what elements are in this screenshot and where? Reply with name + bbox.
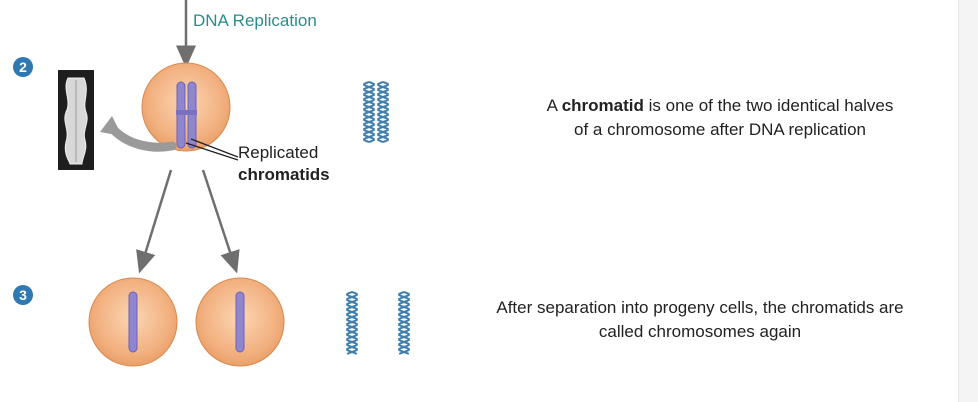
- definition-rest: is one of the two identical halves: [643, 96, 894, 115]
- replicated-label-line1: Replicated: [238, 143, 319, 162]
- dna-helices: [346, 81, 410, 355]
- cell-replicated: [141, 62, 231, 152]
- centromere: [176, 110, 197, 115]
- replicated-chromatids-label: Replicated chromatids: [238, 142, 330, 186]
- curved-arrow-head: [100, 116, 122, 136]
- stage-label: DNA Replication: [193, 11, 317, 30]
- dna-helix-bottom-2: [398, 291, 410, 355]
- dna-helix-bottom-1: [346, 291, 358, 355]
- definition-line2: of a chromosome after DNA replication: [574, 120, 866, 139]
- dna-helix-top-1: [363, 81, 375, 143]
- definition-term: chromatid: [561, 96, 644, 115]
- pointer-line-1: [185, 142, 239, 161]
- chromatid-definition: A chromatid is one of the two identical …: [470, 94, 970, 142]
- chromatid-diagram: [88, 0, 410, 367]
- division-arrow-right: [201, 169, 240, 274]
- replicated-label-line2: chromatids: [238, 165, 330, 184]
- separation-description: After separation into progeny cells, the…: [440, 296, 960, 344]
- scrollbar-strip: [958, 0, 978, 402]
- step-badge-3: 3: [13, 285, 33, 305]
- chromosome-micrograph: [58, 70, 94, 170]
- separation-line1: After separation into progeny cells, the…: [496, 298, 904, 317]
- step-badge-2: 2: [13, 57, 33, 77]
- dna-helix-top-2: [377, 81, 389, 143]
- chromosome-1: [128, 291, 138, 353]
- division-arrow-left: [136, 169, 173, 274]
- pointer-line-2: [190, 138, 239, 158]
- definition-prefix: A: [546, 96, 562, 115]
- chromosome-2: [235, 291, 245, 353]
- separation-line2: called chromosomes again: [598, 322, 802, 341]
